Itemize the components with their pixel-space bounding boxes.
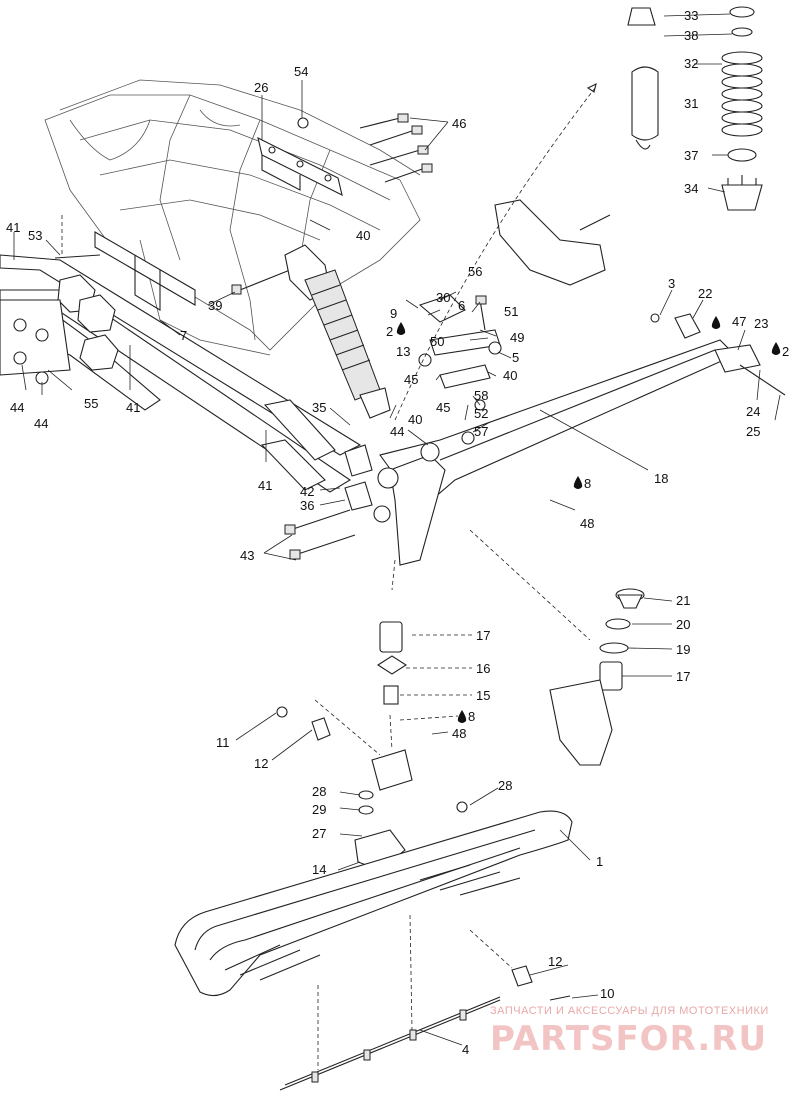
suspension-rails-41: [0, 254, 362, 493]
watermark-logo: PARTSFOR.RU: [490, 1019, 767, 1059]
callout-44: 44: [34, 416, 48, 431]
callout-27: 27: [312, 826, 326, 841]
callout-11: 11: [216, 735, 230, 750]
callout-39: 39: [208, 298, 222, 313]
callout-2: 2: [386, 324, 393, 339]
callout-46: 46: [452, 116, 466, 131]
callout-21: 21: [676, 593, 690, 608]
ski-1: [174, 810, 573, 1091]
callout-29: 29: [312, 802, 326, 817]
callout-40: 40: [503, 368, 517, 383]
callout-25: 25: [746, 424, 760, 439]
callout-22: 22: [698, 286, 712, 301]
callout-58: 58: [474, 388, 488, 403]
callout-6: 6: [458, 298, 465, 313]
callout-57: 57: [474, 424, 488, 439]
callout-45: 45: [436, 400, 450, 415]
callout-4: 4: [462, 1042, 469, 1057]
callout-12: 12: [548, 954, 562, 969]
callout-49: 49: [510, 330, 524, 345]
spindle-arm-18: [284, 313, 786, 566]
spring-assembly: [627, 6, 763, 211]
callout-19: 19: [676, 642, 690, 657]
callout-17: 17: [476, 628, 490, 643]
callout-56: 56: [468, 264, 482, 279]
callout-44: 44: [390, 424, 404, 439]
callout-45: 45: [404, 372, 418, 387]
callout-41: 41: [258, 478, 272, 493]
callout-17: 17: [676, 669, 690, 684]
callout-16: 16: [476, 661, 490, 676]
callout-44: 44: [10, 400, 24, 415]
callout-26: 26: [254, 80, 268, 95]
callout-30: 30: [436, 290, 450, 305]
callout-48: 48: [580, 516, 594, 531]
callout-13: 13: [396, 344, 410, 359]
callout-10: 10: [600, 986, 614, 1001]
callout-41: 41: [6, 220, 20, 235]
bolt-set-46: [359, 113, 433, 183]
callout-20: 20: [676, 617, 690, 632]
callout-50: 50: [430, 334, 444, 349]
watermark-tagline: ЗАПЧАСТИ И АКСЕССУАРЫ ДЛЯ МОТОТЕХНИКИ: [490, 1005, 769, 1017]
leader-lines: [13, 13, 781, 1070]
callout-55: 55: [84, 396, 98, 411]
callout-14: 14: [312, 862, 326, 877]
callout-40: 40: [356, 228, 370, 243]
callout-54: 54: [294, 64, 308, 79]
callout-7: 7: [180, 328, 187, 343]
callout-40: 40: [408, 412, 422, 427]
callout-48: 48: [452, 726, 466, 741]
callout-42: 42: [300, 484, 314, 499]
callout-8: 8: [584, 476, 591, 491]
steering-links: [418, 199, 611, 445]
callout-38: 38: [684, 28, 698, 43]
watermark: ЗАПЧАСТИ И АКСЕССУАРЫ ДЛЯ МОТОТЕХНИКИ PA…: [490, 1005, 769, 1059]
callout-15: 15: [476, 688, 490, 703]
callout-37: 37: [684, 148, 698, 163]
callout-35: 35: [312, 400, 326, 415]
callout-3: 3: [668, 276, 675, 291]
callout-43: 43: [240, 548, 254, 563]
callout-52: 52: [474, 406, 488, 421]
callout-34: 34: [684, 181, 698, 196]
callout-9: 9: [390, 306, 397, 321]
callout-2: 2: [782, 344, 789, 359]
callout-28: 28: [498, 778, 512, 793]
shock-absorber: [284, 244, 391, 419]
ski-leg: [276, 621, 468, 871]
callout-53: 53: [28, 228, 42, 243]
callout-36: 36: [300, 498, 314, 513]
callout-labels: 1 2 2 3 4 5 6 7 8 8 9 10 11 12 12 13 14 …: [6, 8, 789, 1057]
callout-51: 51: [504, 304, 518, 319]
callout-5: 5: [512, 350, 519, 365]
callout-28: 28: [312, 784, 326, 799]
callout-41: 41: [126, 400, 140, 415]
callout-32: 32: [684, 56, 698, 71]
callout-8: 8: [468, 709, 475, 724]
callout-12: 12: [254, 756, 268, 771]
callout-31: 31: [684, 96, 698, 111]
callout-47: 47: [732, 314, 746, 329]
callout-33: 33: [684, 8, 698, 23]
oil-drop-icon: [396, 316, 781, 723]
frame-assembly: [44, 79, 433, 356]
callout-24: 24: [746, 404, 760, 419]
spindle-inset: [549, 588, 645, 766]
callout-1: 1: [596, 854, 603, 869]
callout-18: 18: [654, 471, 668, 486]
callout-23: 23: [754, 316, 768, 331]
